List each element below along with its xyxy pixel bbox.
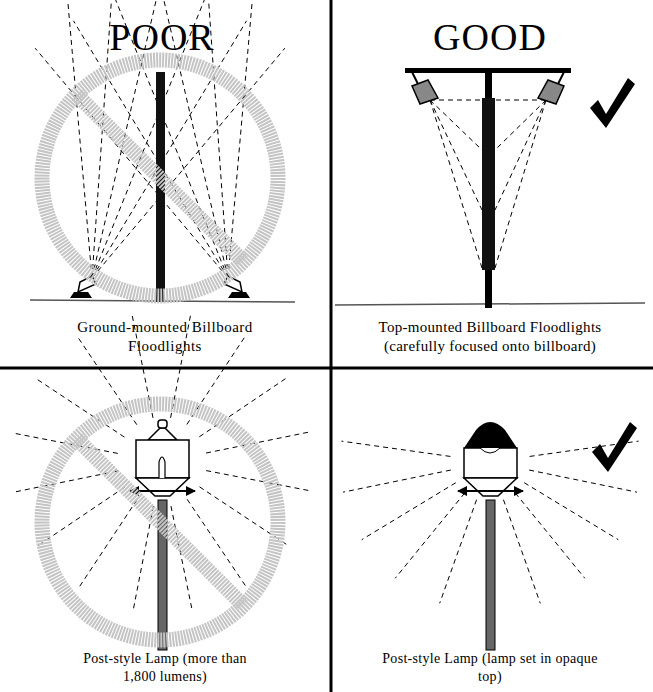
light-ray bbox=[495, 100, 546, 210]
light-ray bbox=[38, 487, 125, 546]
light-rays bbox=[15, 0, 639, 609]
light-ray bbox=[515, 493, 585, 578]
post-lamp-good bbox=[458, 422, 637, 650]
light-ray bbox=[362, 483, 456, 540]
column-heading: POOR bbox=[62, 14, 262, 62]
light-ray bbox=[430, 100, 482, 150]
light-ray bbox=[228, 0, 254, 278]
caption: Post-style Lamp (more than 1,800 lumens) bbox=[65, 650, 265, 685]
light-ray bbox=[495, 100, 546, 268]
check-mark bbox=[590, 78, 635, 128]
light-ray bbox=[66, 0, 92, 278]
caption: Post-style Lamp (lamp set in opaque top) bbox=[375, 650, 605, 685]
light-ray bbox=[524, 483, 618, 540]
caption: Ground-mounted Billboard Floodlights bbox=[75, 318, 255, 356]
light-ray bbox=[341, 441, 450, 456]
light-ray bbox=[495, 100, 546, 101]
light-ray bbox=[133, 506, 153, 609]
light-ray bbox=[529, 470, 637, 492]
ground-mounted-billboard bbox=[30, 60, 295, 302]
light-ray bbox=[430, 100, 482, 210]
divider bbox=[330, 0, 333, 692]
light-ray bbox=[430, 100, 482, 268]
caption: Top-mounted Billboard Floodlights (caref… bbox=[360, 318, 620, 356]
light-ray bbox=[199, 378, 286, 437]
column-heading: GOOD bbox=[390, 14, 590, 62]
light-ray bbox=[395, 493, 465, 578]
light-ray bbox=[35, 48, 228, 278]
post-lamp-poor bbox=[42, 404, 278, 650]
divider bbox=[0, 367, 653, 370]
light-ray bbox=[495, 100, 546, 150]
light-ray bbox=[440, 500, 477, 604]
light-ray bbox=[343, 470, 451, 492]
light-ray bbox=[206, 471, 309, 491]
light-ray bbox=[503, 500, 540, 604]
light-ray bbox=[79, 500, 137, 588]
top-mounted-billboard bbox=[335, 68, 645, 308]
light-ray bbox=[430, 100, 482, 101]
check-mark bbox=[592, 422, 637, 472]
